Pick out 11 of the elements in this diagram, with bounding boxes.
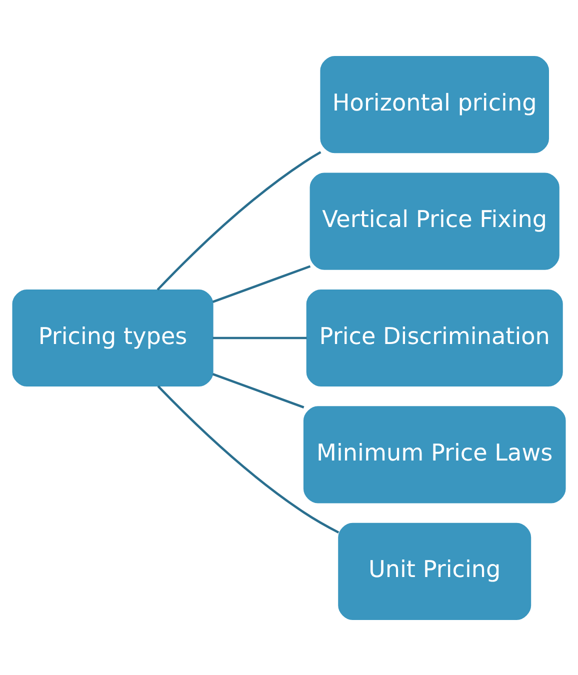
node-box: Minimum Price Laws bbox=[303, 406, 566, 503]
node-box: Horizontal pricing bbox=[320, 56, 549, 153]
node-box: Price Discrimination bbox=[306, 288, 563, 386]
connector bbox=[156, 150, 322, 290]
node-box: Unit Pricing bbox=[338, 522, 532, 620]
node-box: Pricing types bbox=[12, 288, 214, 386]
connector bbox=[157, 384, 340, 533]
connector bbox=[212, 336, 307, 339]
connector bbox=[212, 372, 304, 408]
node-box: Vertical Price Fixing bbox=[310, 172, 560, 270]
connector bbox=[212, 264, 311, 302]
